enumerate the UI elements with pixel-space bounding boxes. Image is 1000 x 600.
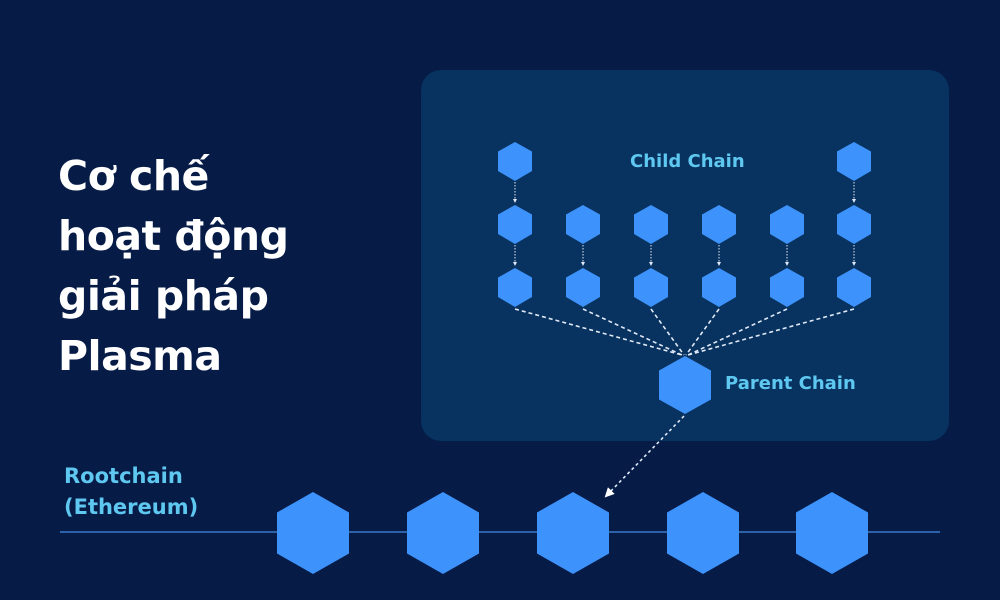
hexagon-block-icon xyxy=(634,268,668,307)
hexagon-block-icon xyxy=(634,205,668,244)
hexagon-block-icon xyxy=(498,268,532,307)
root-hexagon-icon xyxy=(407,492,479,574)
hexagon-block-icon xyxy=(837,142,871,181)
title-line-3: giải pháp xyxy=(58,272,269,320)
parent-chain-label: Parent Chain xyxy=(725,373,856,394)
parent-connector xyxy=(650,308,685,356)
hexagon-block-icon xyxy=(837,268,871,307)
hexagon-block-icon xyxy=(498,142,532,181)
title-line-2: hoạt động xyxy=(58,212,289,260)
parent-connector xyxy=(687,308,855,356)
rootchain-label-line2: (Ethereum) xyxy=(64,495,199,519)
hexagon-block-icon xyxy=(770,205,804,244)
parent-to-root-arrow xyxy=(604,415,685,498)
root-hexagon-icon xyxy=(277,492,349,574)
rootchain-label: Rootchain (Ethereum) xyxy=(64,461,198,523)
child-chain-label: Child Chain xyxy=(630,151,745,172)
root-hexagon-icon xyxy=(796,492,868,574)
parent-connector xyxy=(514,308,683,356)
parent-connector xyxy=(685,308,720,356)
root-hexagon-icon xyxy=(667,492,739,574)
page-title: Cơ chế hoạt động giải pháp Plasma xyxy=(58,146,289,386)
hexagon-block-icon xyxy=(702,268,736,307)
root-hexagon-icon xyxy=(537,492,609,574)
rootchain-label-line1: Rootchain xyxy=(64,464,183,488)
hexagon-block-icon xyxy=(837,205,871,244)
hexagon-block-icon xyxy=(566,268,600,307)
title-line-1: Cơ chế xyxy=(58,152,209,200)
hexagon-block-icon xyxy=(566,205,600,244)
hexagon-block-icon xyxy=(498,205,532,244)
hexagon-block-icon xyxy=(702,205,736,244)
title-line-4: Plasma xyxy=(58,332,222,380)
parent-hexagon-icon xyxy=(659,356,711,414)
hexagon-block-icon xyxy=(770,268,804,307)
